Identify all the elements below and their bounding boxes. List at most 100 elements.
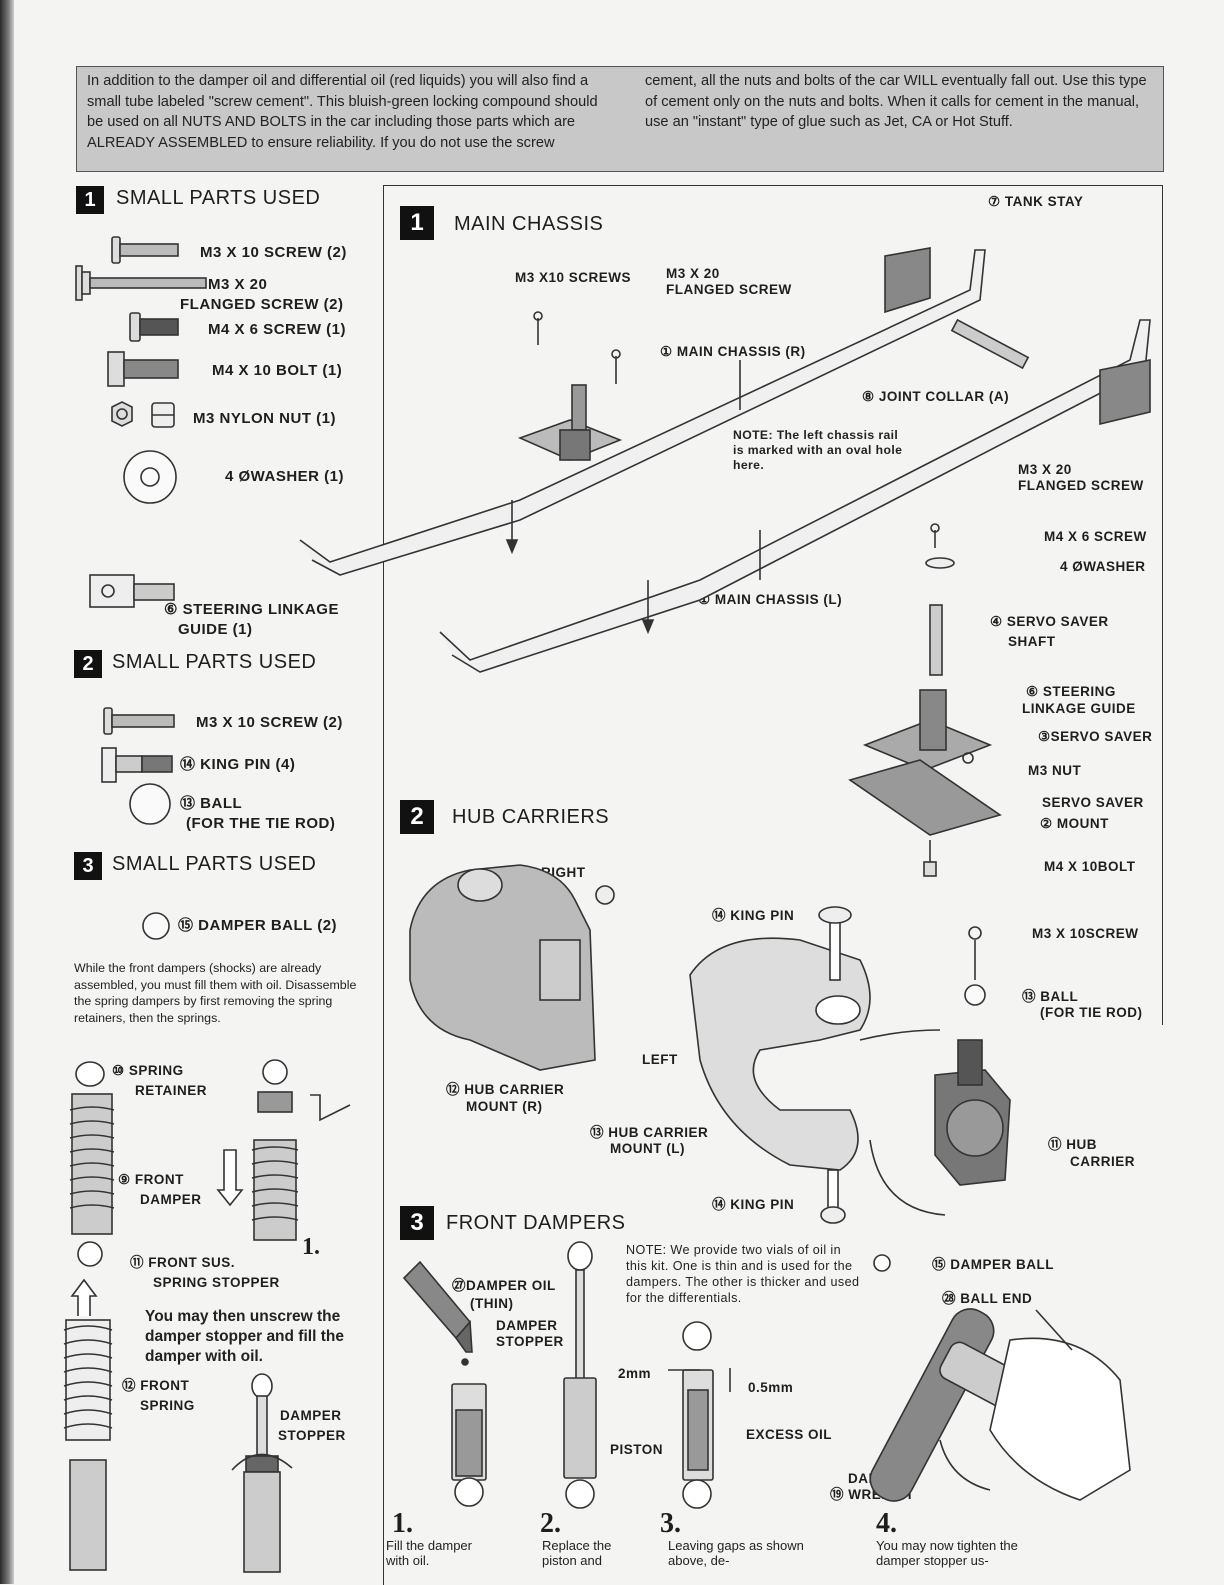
servo-saver-assembly-exploded [848,523,1002,877]
label-gap-05mm: 0.5mm [748,1380,794,1395]
part-washer: 4 ØWASHER (1) [225,468,345,485]
label-m3x10-screws: M3 X10 SCREWS [515,270,632,285]
m4x6-screw-icon [129,312,179,342]
label-damper-wrench-2: ⑲ WRENCH [830,1487,912,1502]
label-steering-linkage: ⑥ STEERING [1026,684,1116,699]
label-servo-saver-shaft: ④ SERVO SAVER [990,614,1109,629]
damper-instructions: While the front dampers (shocks) are alr… [74,961,357,1025]
label-steering-linkage-2: LINKAGE GUIDE [1022,701,1136,716]
front-spring-exploded [63,1278,113,1571]
king-pin-icon [101,747,173,783]
main-chassis-badge: 1 [400,206,434,240]
step-2-text: Replace the piston and [542,1538,612,1568]
label-damper-stopper-2: STOPPER [278,1428,346,1443]
part-m3x20: M3 X 20 [208,276,268,293]
washer-icon [123,450,177,504]
label-servo-saver-mount-2: ② MOUNT [1040,816,1109,831]
label-hub-carrier-2: CARRIER [1070,1154,1136,1169]
step-4-text: You may now tighten the damper stopper u… [876,1538,1018,1568]
label-king-pin-bottom: ⑭ KING PIN [712,1197,795,1212]
steps-frame-top [383,185,1163,186]
hub-carriers-badge: 2 [400,800,434,834]
part-m4x10-bolt: M4 X 10 BOLT (1) [212,362,343,379]
part-flanged-screw: FLANGED SCREW (2) [180,296,344,313]
label-m3-nut: M3 NUT [1028,763,1082,778]
page-binding-edge [0,0,14,1584]
left-step-1: 1. [302,1234,320,1260]
label-damper-stopper-step-2: STOPPER [496,1334,564,1349]
label-hub-mount-l-2: MOUNT (L) [610,1141,685,1156]
label-damper-stopper-step: DAMPER [496,1318,558,1333]
damper-body-step3 [668,1321,731,1509]
damper-body-step2 [563,1241,597,1509]
label-ball-tie-rod: ⑬ BALL [1022,989,1079,1004]
part2-king-pin: ⑭ KING PIN (4) [180,756,296,773]
label-tank-stay: ⑦ TANK STAY [988,194,1084,209]
label-piston: PISTON [610,1442,664,1457]
steps-frame-left [383,185,384,1585]
part-steering-linkage-guide-2: GUIDE (1) [178,621,253,638]
step-1-text: Fill the damper with oil. [386,1538,472,1568]
label-joint-collar: ⑧ JOINT COLLAR (A) [862,389,1010,404]
m3x10-screw-2-icon [103,707,175,735]
label-front-damper: ⑨ FRONT [118,1172,184,1187]
part2-ball-tie-rod: (FOR THE TIE ROD) [186,815,336,832]
label-m4x10-bolt: M4 X 10BOLT [1044,859,1136,874]
chassis-note: NOTE: The left chassis rail is marked wi… [733,428,903,472]
step-3-text: Leaving gaps as shown above, de- [668,1538,804,1568]
label-left: LEFT [642,1052,678,1067]
tie-rod-ball-icon [129,783,171,825]
label-spring-retainer-2: RETAINER [135,1083,208,1098]
notice-right-text: cement, all the nuts and bolts of the ca… [645,73,1147,131]
screw-cement-notice: In addition to the damper oil and differ… [76,66,1164,172]
label-damper-stopper: DAMPER [280,1408,342,1423]
label-hub-mount-r: ⑫ HUB CARRIER [446,1082,565,1097]
label-main-chassis-r: ① MAIN CHASSIS (R) [660,344,806,359]
front-damper-exploded [216,1059,351,1241]
servo-saver-assembly-upper [505,311,655,635]
label-main-chassis-l: ① MAIN CHASSIS (L) [698,592,843,607]
oil-vials-note: NOTE: We provide two vials of oil in thi… [626,1243,860,1305]
label-right: RIGHT [541,865,586,880]
hub-carrier-right [409,864,615,1071]
part-m3x10-screw: M3 X 10 SCREW (2) [200,244,347,261]
label-ball-end: ㉘ BALL END [942,1291,1033,1306]
label-front-damper-2: DAMPER [140,1192,202,1207]
main-chassis-title: MAIN CHASSIS [454,213,604,235]
label-damper-oil-thin: (THIN) [470,1296,514,1311]
hub-carriers-title: HUB CARRIERS [452,806,610,828]
part-steering-linkage-guide: ⑥ STEERING LINKAGE [164,601,339,618]
label-flanged-screw-top: FLANGED SCREW [666,282,792,297]
step-2-number: 2. [540,1508,561,1539]
damper-ball-icon [142,912,170,940]
label-front-spring-2: SPRING [140,1398,195,1413]
label-damper-ball: ⑮ DAMPER BALL [932,1257,1054,1272]
part2-m3x10-screw: M3 X 10 SCREW (2) [196,714,343,731]
label-flanged-screw-right: FLANGED SCREW [1018,478,1144,493]
steps-frame-right [1162,185,1163,1025]
front-dampers-title: FRONT DAMPERS [446,1212,626,1234]
step-3-number: 3. [660,1508,681,1539]
unscrew-instructions: You may then unscrew the damper stopper … [145,1308,344,1365]
label-washer: 4 ØWASHER [1060,559,1146,574]
parts2-badge: 2 [74,650,102,678]
parts3-title: SMALL PARTS USED [112,853,317,875]
label-hub-mount-r-2: MOUNT (R) [466,1099,543,1114]
m4x10-bolt-icon [107,351,179,387]
label-servo-saver-shaft-2: SHAFT [1008,634,1056,649]
label-hub-carrier: ⑪ HUB [1048,1137,1097,1152]
parts1-title: SMALL PARTS USED [116,187,321,209]
label-front-sus-stopper-2: SPRING STOPPER [153,1275,280,1290]
part2-ball: ⑬ BALL [180,795,243,812]
parts2-title: SMALL PARTS USED [112,651,317,673]
label-front-spring: ⑫ FRONT [122,1378,190,1393]
step-4-number: 4. [876,1508,897,1539]
hub-carrier-left [689,906,1011,1224]
steering-linkage-guide-icon [89,574,175,608]
parts1-badge: 1 [76,186,104,214]
label-hub-mount-l: ⑬ HUB CARRIER [590,1125,709,1140]
damper-body-step1 [451,1383,487,1507]
parts3-badge: 3 [74,852,102,880]
label-m3x10-screw-hub: M3 X 10SCREW [1032,926,1139,941]
m3x10-screw-icon [111,236,179,264]
